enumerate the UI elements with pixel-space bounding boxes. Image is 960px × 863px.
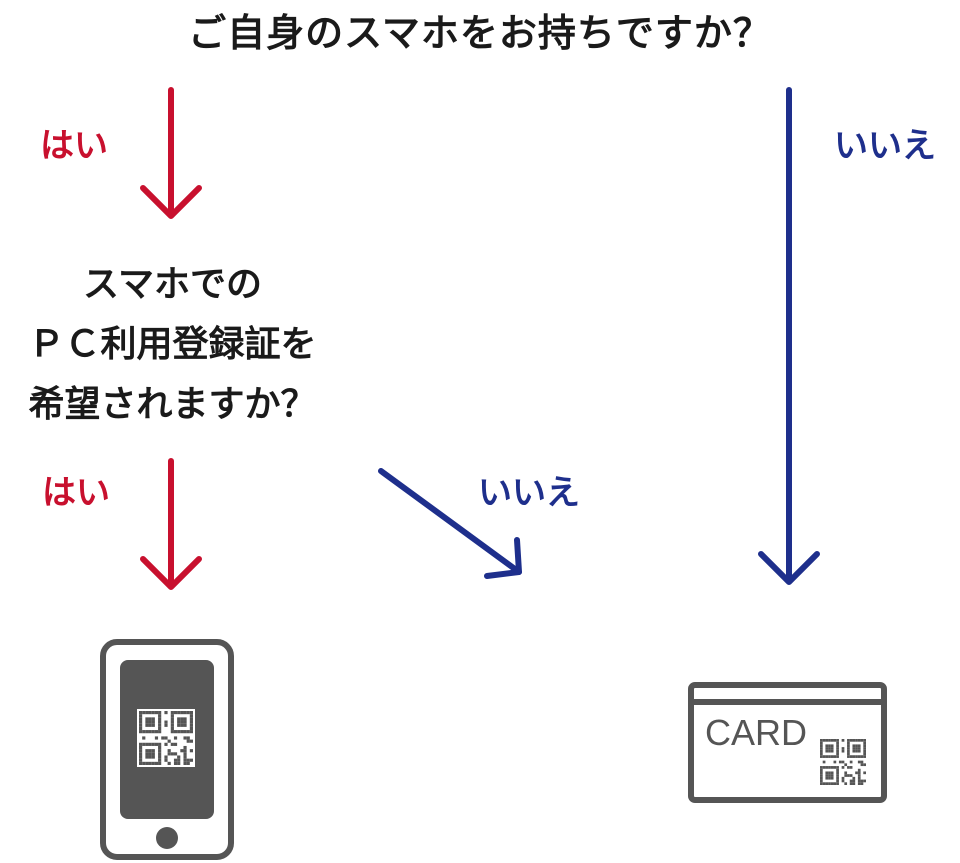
qr-code-icon <box>137 709 195 767</box>
answer-yes-1: はい <box>40 126 108 166</box>
arrow-yes-2 <box>140 458 202 590</box>
card-qr-icon <box>688 682 887 803</box>
arrow-no-2 <box>378 468 522 579</box>
smartphone-qr-icon <box>100 639 234 860</box>
card-label: CARD <box>705 712 808 753</box>
arrow-no-1 <box>758 87 820 585</box>
question-line-3: 希望されますか？ <box>28 384 317 425</box>
answer-yes-2: はい <box>42 473 110 513</box>
question-line-1: スマホでの <box>83 264 262 305</box>
answer-no-1: いいえ <box>834 126 936 166</box>
question-own-smartphone: ご自身のスマホをお持ちですか？ <box>188 11 772 55</box>
arrow-yes-1 <box>140 87 202 219</box>
question-line-2: ＰＣ利用登録証を <box>28 324 317 365</box>
question-pc-registration: スマホでの ＰＣ利用登録証を 希望されますか？ <box>0 255 345 435</box>
answer-no-2: いいえ <box>478 473 580 513</box>
qr-code-icon <box>818 737 868 787</box>
